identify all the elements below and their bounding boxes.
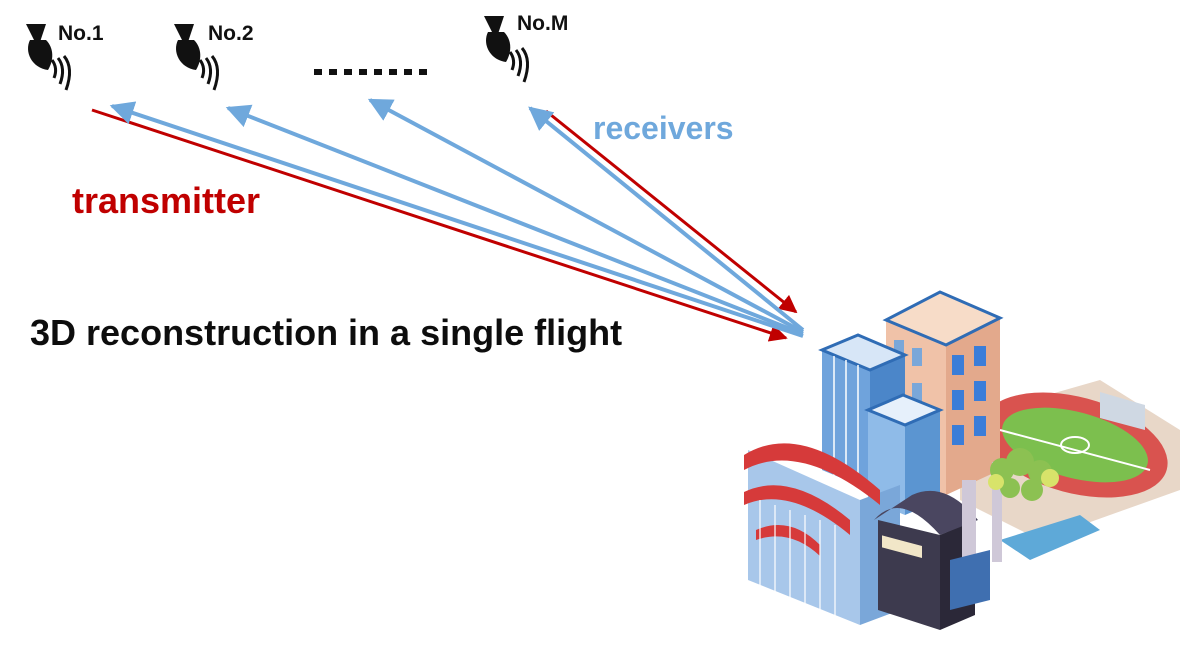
city-buildings-illustration: [744, 290, 1180, 630]
transmitter-label: transmitter: [72, 180, 261, 221]
main-caption: 3D reconstruction in a single flight: [30, 312, 623, 353]
satellite-label-2: No.2: [208, 22, 254, 45]
satellite-label-1: No.1: [58, 22, 104, 45]
receiver-echo-3: [367, 98, 804, 334]
receivers-label: receivers: [593, 110, 734, 146]
transmitter-beam-m: [545, 109, 798, 314]
receiver-echo-1: [109, 101, 804, 338]
receiver-echo-m: [528, 106, 805, 332]
transmitter-beam-1: [91, 108, 788, 342]
satellite-label-m: No.M: [517, 12, 569, 35]
receiver-echo-2: [225, 104, 804, 336]
